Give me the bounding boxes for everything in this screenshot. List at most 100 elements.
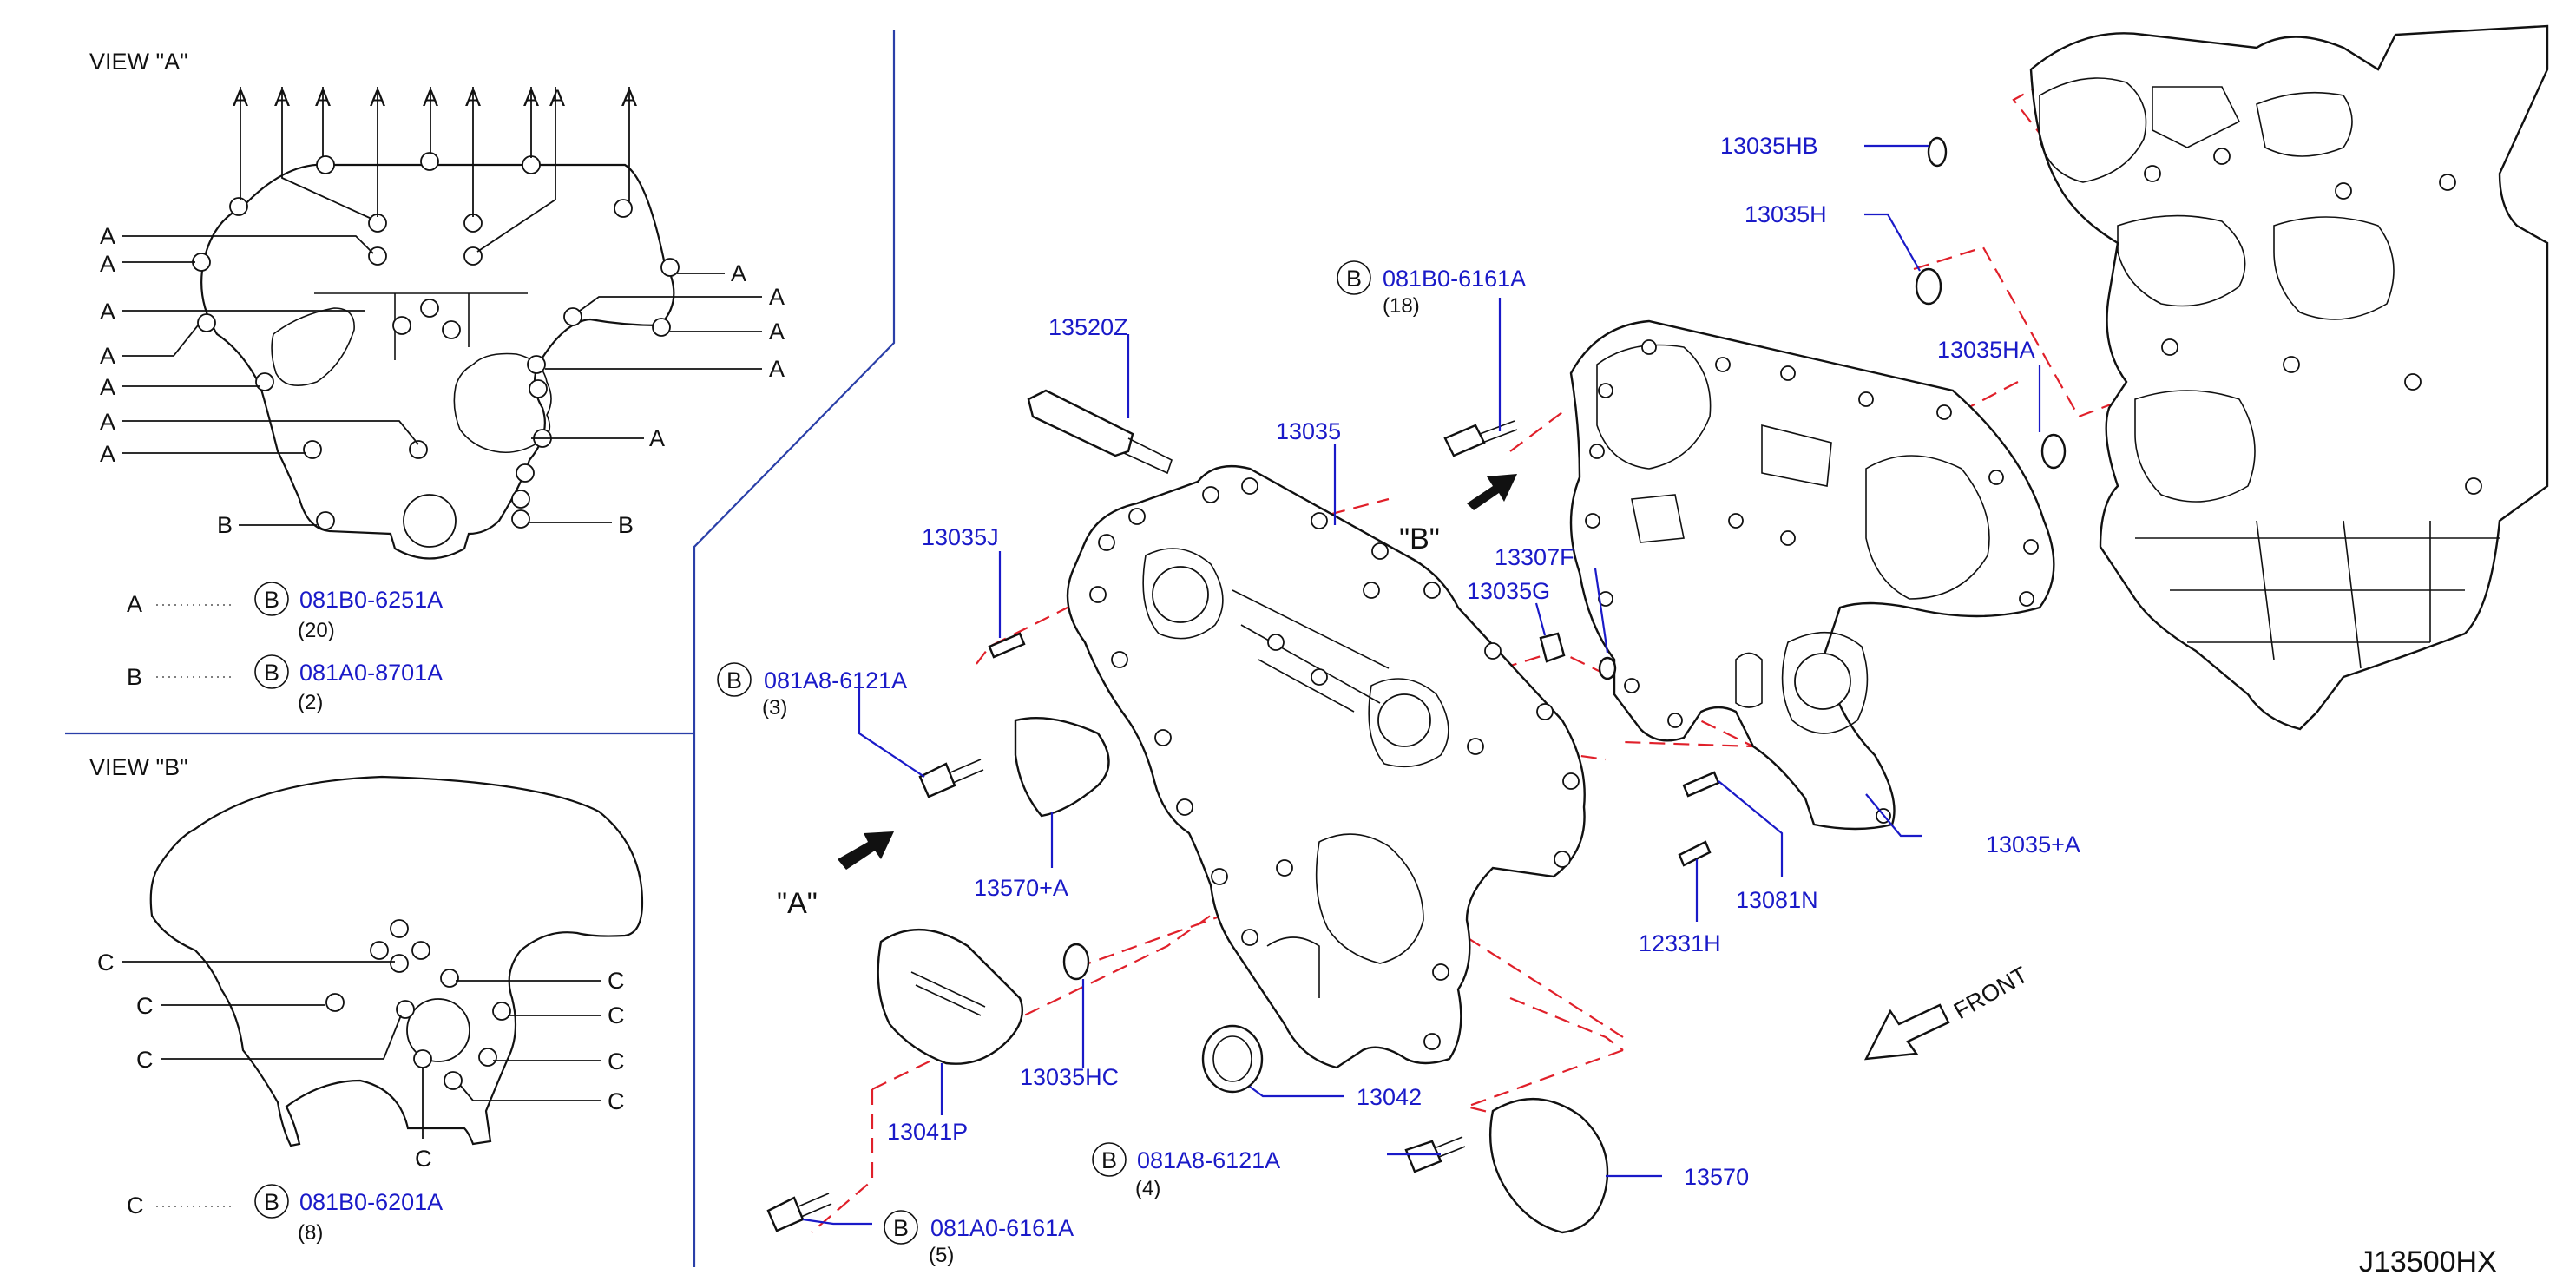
engine-port: [2152, 86, 2241, 148]
bolt-hole: [1241, 929, 1258, 946]
bolt-hole: [1154, 729, 1172, 746]
letter-a: A: [769, 284, 785, 310]
bolt-hole: [516, 463, 535, 483]
bolt-hole: [522, 155, 541, 174]
bolt-hole: [1202, 486, 1219, 503]
part-quantity: (5): [929, 1244, 954, 1267]
part-number[interactable]: 081B0-6201A: [299, 1189, 443, 1215]
part-number[interactable]: 081A8-6121A: [1137, 1147, 1280, 1173]
letter-a: A: [370, 85, 385, 111]
part-number[interactable]: 13035J: [922, 524, 999, 550]
bolt-hole: [1536, 703, 1554, 720]
bolt-hole: [303, 440, 322, 459]
letter-a: A: [769, 319, 785, 345]
bolt-hole: [390, 954, 409, 973]
letter-c: C: [97, 950, 115, 976]
part-quantity: (4): [1135, 1177, 1160, 1200]
bolt-hole: [1780, 530, 1796, 546]
letter-a: A: [549, 85, 565, 111]
part-quantity: (2): [298, 691, 323, 714]
view-a-arrow-icon: [838, 831, 894, 870]
part-number[interactable]: 13035HA: [1937, 337, 2035, 363]
part-number[interactable]: 13041P: [887, 1119, 968, 1145]
sensor-13520z: [1027, 389, 1134, 457]
bolt-081a0-6161a: [766, 1196, 805, 1232]
o-ring-13035ha: [2040, 433, 2067, 470]
part-number[interactable]: 13042: [1357, 1084, 1422, 1110]
washer-13307f: [1598, 656, 1617, 680]
front-cover-cam-bore-left: [1152, 566, 1209, 623]
bolt-marker-icon: [254, 1184, 289, 1219]
bolt-hole: [420, 299, 439, 318]
part-number[interactable]: 13570+A: [974, 875, 1068, 901]
bolt-hole: [1241, 477, 1258, 495]
letter-c: C: [136, 1047, 154, 1073]
part-quantity: (20): [298, 619, 335, 642]
letter-a: A: [233, 85, 248, 111]
bolt-hole: [2213, 148, 2231, 165]
inner-cover-outline: [1569, 319, 2055, 831]
part-number[interactable]: 081A0-6161A: [930, 1215, 1074, 1241]
view-b-center-hole: [406, 998, 470, 1062]
part-number[interactable]: 12331H: [1639, 930, 1721, 956]
part-number[interactable]: 13520Z: [1048, 314, 1128, 340]
bolt-marker-letter: B: [893, 1215, 909, 1241]
part-number[interactable]: 081B0-6251A: [299, 587, 443, 613]
bolt-hole: [420, 152, 439, 171]
bolt-081a8-6121a: [1404, 1140, 1442, 1173]
drawing-number: J13500HX: [2359, 1245, 2497, 1278]
engine-block: [2029, 24, 2549, 731]
legend-c-letter: C: [127, 1193, 144, 1219]
bolt-081a8-6121a: [918, 762, 956, 798]
inner-cover-water-pump-port: [1781, 631, 1869, 734]
bolt-hole: [1624, 678, 1640, 693]
inner-cover-bracket: [1631, 494, 1685, 543]
front-cover-cam-bore-right: [1377, 693, 1431, 747]
gasket-13570: [1488, 1097, 1609, 1234]
engine-block-outline: [2029, 24, 2549, 731]
part-number[interactable]: 13035: [1276, 418, 1341, 444]
bolt-hole: [392, 316, 411, 335]
front-cover-cam-seal-left: [1142, 548, 1224, 640]
inner-cover-pump-bore: [1794, 653, 1851, 710]
bolt-hole: [368, 246, 387, 266]
bolt-hole: [413, 1049, 432, 1068]
part-number[interactable]: 13035HB: [1720, 133, 1818, 159]
part-number[interactable]: 13570: [1684, 1164, 1749, 1190]
part-number[interactable]: 081B0-6161A: [1383, 266, 1526, 292]
bolt-hole: [2019, 591, 2034, 607]
bolt-hole: [1098, 534, 1115, 551]
part-number[interactable]: 13307F: [1495, 544, 1574, 570]
bolt-hole: [1128, 508, 1146, 525]
letter-a: A: [100, 374, 115, 400]
bolt-hole: [2404, 373, 2422, 391]
bolt-hole: [511, 509, 530, 529]
panel-separators: [65, 30, 896, 1267]
bolt-hole: [1363, 582, 1380, 599]
part-number[interactable]: 13035HC: [1020, 1064, 1119, 1090]
bolt-hole: [1176, 798, 1193, 816]
part-quantity: (3): [762, 696, 787, 720]
letter-a: A: [274, 85, 290, 111]
bolt-hole: [1858, 391, 1874, 407]
part-number[interactable]: 081A8-6121A: [764, 667, 907, 693]
bolt-marker-icon: [1092, 1142, 1127, 1177]
bolt-hole: [409, 440, 428, 459]
bolt-hole: [442, 320, 461, 339]
bolt-hole: [660, 258, 680, 277]
legend-a-letter: A: [127, 591, 142, 617]
view-a-crank-hole: [403, 494, 457, 548]
part-number[interactable]: 13035+A: [1986, 831, 2080, 858]
bolt-hole: [529, 379, 548, 398]
part-number[interactable]: 081A0-8701A: [299, 660, 443, 686]
letter-a: A: [100, 409, 115, 435]
view-a-left-window: [271, 307, 355, 387]
part-number[interactable]: 13035H: [1745, 201, 1827, 227]
part-number[interactable]: 13035G: [1467, 578, 1550, 604]
bolt-hole: [229, 197, 248, 216]
bolt-hole: [1267, 634, 1285, 651]
o-ring-13035h: [1915, 267, 1942, 306]
letter-c: C: [608, 1002, 625, 1028]
part-number[interactable]: 13081N: [1736, 887, 1818, 913]
